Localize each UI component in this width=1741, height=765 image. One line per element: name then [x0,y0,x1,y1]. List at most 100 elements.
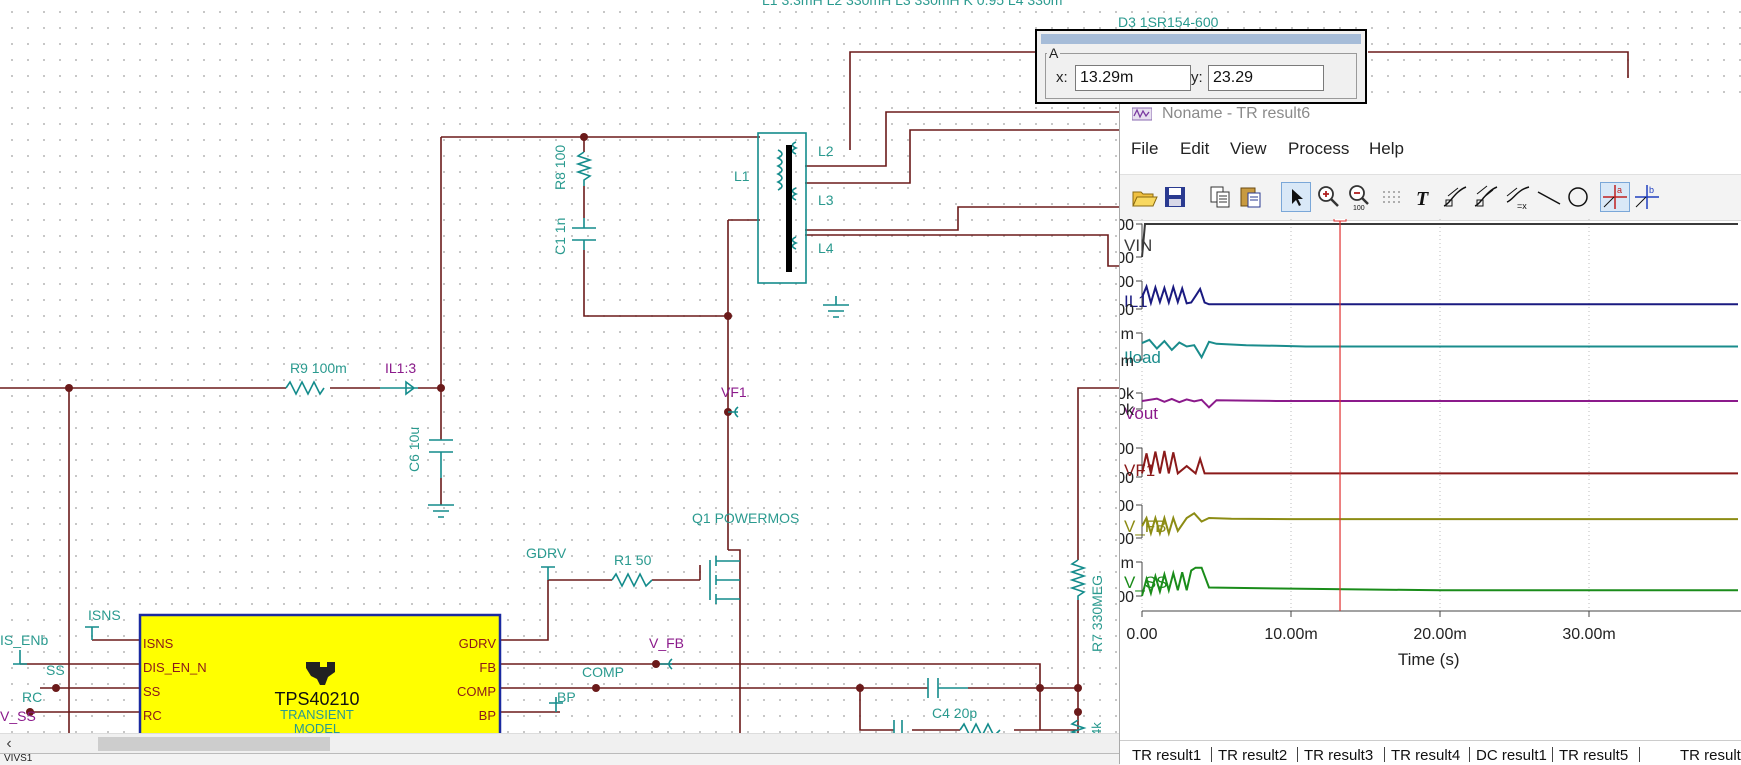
menu-edit[interactable]: Edit [1180,139,1210,158]
svg-text:100: 100 [1353,205,1365,212]
r1-label: R1 50 [614,552,652,568]
schematic-junctions [26,133,1082,716]
ic-pin-gdrv: GDRV [458,636,496,651]
save-icon[interactable] [1160,182,1190,212]
curve-label2-icon[interactable] [1471,182,1501,212]
y-tick-label: -100.00 [1120,470,1134,487]
x-tick-label: 10.00m [1264,626,1317,643]
v-ss-net-label: V_SS [0,708,36,724]
y-tick-label: -1.00 [1120,302,1134,319]
y-tick-label: 700.00 [1120,441,1134,458]
gdrv-label: GDRV [526,545,567,561]
menu-help[interactable]: Help [1369,139,1404,158]
tab-dc-result1[interactable]: DC result1 [1476,747,1547,764]
is-enb-label: IS_ENb [0,632,49,648]
y-tick-label: 2.00m [1120,326,1134,343]
tr-result-window[interactable]: Noname - TR result6 File Edit View Proce… [1119,99,1741,765]
trace-iload [1141,338,1738,360]
tr-window-titlebar[interactable]: Noname - TR result6 [1120,99,1741,129]
y-tick-label: 30.00 [1120,219,1134,234]
svg-text:=x: =x [1517,201,1527,211]
waveform-plot[interactable]: VIN30.000.00IL15.00-1.00Iload2.00m-2.00m… [1120,219,1741,730]
text-tool-icon[interactable]: T [1409,182,1439,212]
menu-process[interactable]: Process [1288,139,1350,158]
open-folder-icon[interactable] [1129,182,1159,212]
y-tick-label: 5.00 [1120,274,1134,291]
l2-label: L2 [818,143,834,159]
x-axis-label: Time (s) [1398,650,1460,669]
cursor-a-icon[interactable]: a [1600,182,1630,212]
trace-vf1 [1141,450,1738,476]
y-tick-label: 0.00 [1120,589,1134,606]
cursor-a-group [1045,53,1357,99]
tab-tr-result6[interactable]: TR result [1680,747,1741,764]
trace-v-fb [1141,512,1738,537]
cursor-x-field[interactable]: 13.29m [1075,65,1191,91]
zoom-100-icon[interactable]: 100 [1344,182,1374,212]
ic-pin-ss: SS [143,684,161,699]
svg-text:T: T [1416,188,1429,210]
cursor-b-icon[interactable]: b [1632,182,1662,212]
paste-icon[interactable] [1236,182,1266,212]
pointer-icon[interactable] [1281,182,1311,212]
trace-v-ss [1141,566,1738,597]
ic-model-text: TRANSIENT MODEL [262,708,372,736]
cursor-a-marker-label: a [1337,219,1344,221]
cursor-readout-dialog[interactable]: A x: 13.29m y: 23.29 [1035,29,1367,104]
y-tick-label: -2.00m [1120,353,1134,370]
grid-icon[interactable] [1376,182,1406,212]
tina-app-icon [1132,107,1152,121]
l4-label: L4 [818,240,834,256]
copy-icon[interactable] [1205,182,1235,212]
ic-model-line2: MODEL [293,721,341,736]
r1-resistor [611,572,653,588]
scroll-left-arrow-icon[interactable]: ‹ [6,735,12,752]
cursor-a-marker [1333,219,1347,222]
ic-pin-comp: COMP [457,684,496,699]
ic-pin-isns: ISNS [143,636,174,651]
tab-tr-result3[interactable]: TR result3 [1304,747,1374,764]
y-tick-label: 2.00k [1120,386,1135,403]
transformer-core [786,145,792,272]
curve-label-icon[interactable] [1440,182,1470,212]
cursor-y-label: y: [1191,69,1203,86]
il1-label: IL1:3 [385,360,417,376]
circle-tool-icon[interactable] [1563,182,1593,212]
formula-icon[interactable]: =x [1503,182,1533,212]
y-tick-label: -8.00 [1120,531,1134,548]
menu-view[interactable]: View [1230,139,1267,158]
transformer-l1 [757,132,807,284]
y-tick-label: 6.00 [1120,498,1134,515]
schematic-components [13,132,1087,741]
tab-tr-result1[interactable]: TR result1 [1132,747,1202,764]
isns-net-label: ISNS [88,607,121,623]
v-fb-net-label: V_FB [649,635,685,651]
c4-label: C4 20p [932,705,978,721]
zoom-in-icon[interactable] [1313,182,1343,212]
ic-pin-rc: RC [143,708,162,723]
tab-tr-result2[interactable]: TR result2 [1218,747,1288,764]
l3-label: L3 [818,192,834,208]
schematic-hscrollbar[interactable]: ‹ [0,733,1120,754]
tab-tr-result4[interactable]: TR result4 [1391,747,1461,764]
cursor-group-label: A [1047,45,1061,61]
line-tool-icon[interactable] [1534,182,1564,212]
cursor-y-field[interactable]: 23.29 [1208,65,1324,91]
x-tick-label: 20.00m [1413,626,1466,643]
r8-resistor [575,151,593,186]
ic-pins-right: GDRV FB COMP BP [440,632,496,728]
result-tabs: TR result1 TR result2 TR result3 TR resu… [1120,740,1741,765]
x-tick-label: 30.00m [1562,626,1615,643]
trace-vout [1141,397,1738,409]
c1-capacitor [572,218,596,250]
series-label-vf1: VF1 [1124,461,1155,480]
cursor-dialog-titlebar[interactable] [1041,34,1361,44]
bp-net-label: BP [557,689,576,705]
tab-tr-result5[interactable]: TR result5 [1559,747,1629,764]
rc-net-label: RC [22,689,43,705]
menu-file[interactable]: File [1131,139,1159,158]
schematic-bottom-strip: VIVS1 [0,753,1120,765]
r7-resistor [1069,559,1087,600]
scrollbar-thumb[interactable] [98,737,330,751]
ic-pin-bp: BP [478,708,496,723]
